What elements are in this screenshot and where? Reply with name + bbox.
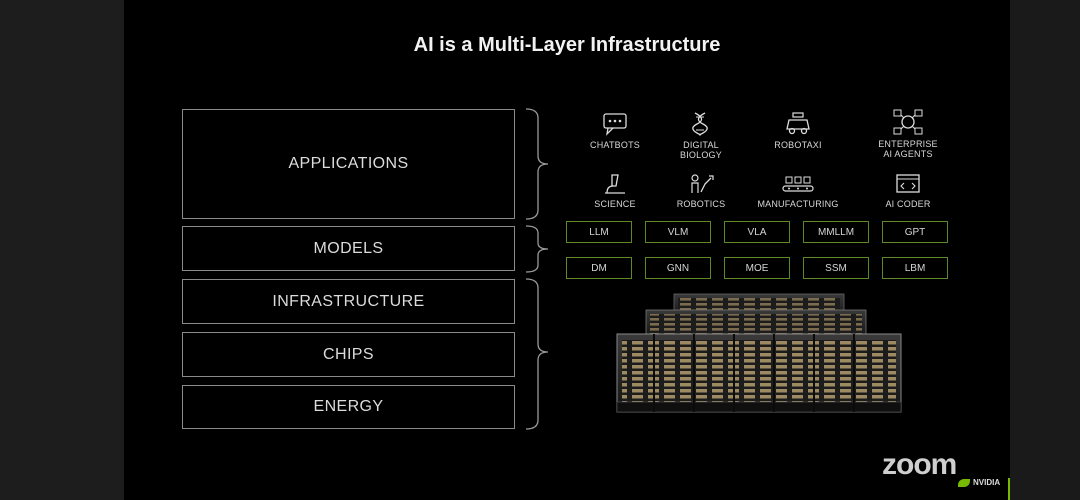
model-tag: MOE <box>724 257 790 279</box>
app-label-enterprise-ai-agents: ENTERPRISE AI AGENTS <box>878 139 938 159</box>
brace-hardware <box>525 278 549 430</box>
nvidia-logo: NVIDIA <box>958 478 1000 487</box>
model-tag: MMLLM <box>803 221 869 243</box>
zoom-watermark: zoom <box>882 448 957 481</box>
accent-edge <box>1008 478 1010 500</box>
app-ai-coder: AI CODER <box>863 172 953 209</box>
layer-infrastructure: INFRASTRUCTURE <box>182 279 515 324</box>
model-tag: LLM <box>566 221 632 243</box>
model-tag: VLA <box>724 221 790 243</box>
layer-energy: ENERGY <box>182 385 515 429</box>
microscope-icon <box>605 174 625 194</box>
car-icon <box>786 112 810 135</box>
app-label-manufacturing: MANUFACTURING <box>757 199 839 209</box>
app-science: SCIENCE <box>570 172 660 209</box>
app-label-digital-biology: DIGITAL BIOLOGY <box>680 140 722 160</box>
app-robotics: ROBOTICS <box>656 172 746 209</box>
model-tag: GPT <box>882 221 948 243</box>
nvidia-logo-text: NVIDIA <box>973 478 1001 487</box>
chat-bubble-icon <box>603 113 627 136</box>
app-enterprise-ai-agents: ENTERPRISE AI AGENTS <box>863 108 953 159</box>
app-robotaxi: ROBOTAXI <box>753 111 843 150</box>
slide-title: AI is a Multi-Layer Infrastructure <box>413 34 721 56</box>
app-chatbots: CHATBOTS <box>570 111 660 150</box>
model-tag: SSM <box>803 257 869 279</box>
left-letterbox <box>0 0 124 500</box>
nvidia-eye-icon <box>958 478 970 487</box>
model-tag: GNN <box>645 257 711 279</box>
conveyor-icon <box>782 176 814 192</box>
layer-applications: APPLICATIONS <box>182 109 515 219</box>
presentation-slide: AI is a Multi-Layer Infrastructure APPLI… <box>124 0 1010 500</box>
code-window-icon <box>896 174 920 193</box>
model-tag: VLM <box>645 221 711 243</box>
model-tag: DM <box>566 257 632 279</box>
server-racks-image <box>616 293 902 413</box>
brace-models <box>525 225 549 273</box>
network-nodes-icon <box>893 109 923 135</box>
app-digital-biology: DIGITAL BIOLOGY <box>656 111 746 160</box>
app-label-chatbots: CHATBOTS <box>590 140 640 150</box>
app-manufacturing: MANUFACTURING <box>753 172 843 209</box>
right-letterbox <box>1010 0 1080 500</box>
dna-icon <box>692 112 708 136</box>
brace-applications <box>525 108 549 220</box>
model-tag: LBM <box>882 257 948 279</box>
robot-arm-icon <box>691 174 714 193</box>
app-label-robotics: ROBOTICS <box>676 199 726 209</box>
app-label-science: SCIENCE <box>594 199 636 209</box>
layer-chips: CHIPS <box>182 332 515 377</box>
app-label-ai-coder: AI CODER <box>885 199 931 209</box>
layer-models: MODELS <box>182 226 515 271</box>
app-label-robotaxi: ROBOTAXI <box>774 140 822 150</box>
